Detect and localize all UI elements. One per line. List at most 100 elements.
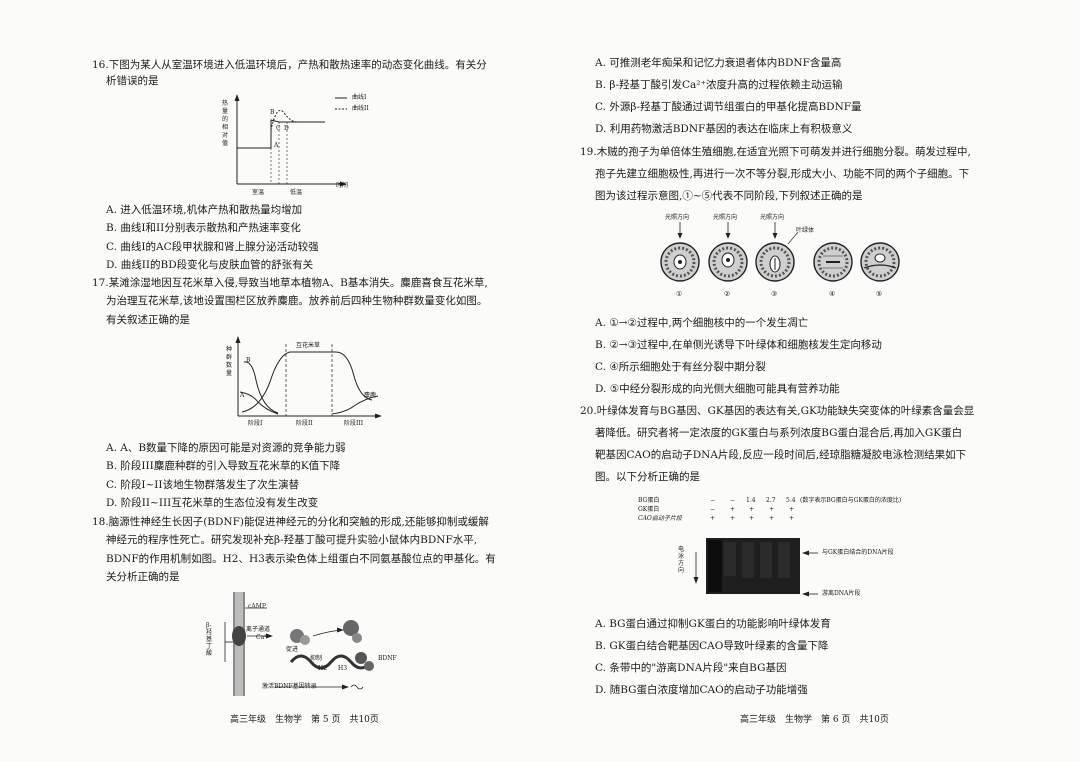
q16-option-a: A. 进入低温环境,机体产热和散热量均增加 [106,204,303,216]
q17-label-cordgrass: 互花米草 [296,342,321,349]
q20-bg-val-2: − [730,497,736,504]
q18-fig-inhibit: 抑制 [310,655,323,662]
q18-fig-channel: 离子通道 [246,626,271,633]
q19-light-label-2: 光照方向 [713,214,738,221]
q19-spore-cells-diagram [660,222,900,282]
q20-stem-line1: 20.叶绿体发育与BG基因、GK基因的表达有关,GK功能缺失突变体的叶绿素含量会… [580,405,975,417]
q20-row-bg: BG蛋白 [638,497,660,504]
q18-fig-promote: 促进 [286,646,299,653]
q20-bg-val-3: 1.4 [746,497,756,504]
q20-bound-dna-label: 与GK蛋白结合的DNA片段 [822,549,894,556]
right-page: A. 可推测老年痴呆和记忆力衰退者体内BDNF含量高 B. β-羟基丁酸引发Ca… [540,0,1080,762]
q17-population-chart [235,336,382,419]
q20-direction-label: 电泳方向 [678,546,685,574]
q16-legend-curve1: 曲线I [352,94,367,101]
q19-stage-1: ① [676,290,683,298]
left-page: 16.下图为某人从室温环境进入低温环境后，产热和散热速率的动态变化曲线。有关分 … [92,59,496,725]
q20-option-d: D. 随BG蛋白浓度增加CAO的启动子功能增强 [595,684,808,696]
q20-gk-val-1: − [710,506,716,513]
q16-option-d: D. 曲线II的BD段变化与皮肤血管的舒张有关 [106,259,314,271]
q18-fig-camp: cAMP [248,603,266,610]
q17-label-b: B [246,357,251,364]
q18-fig-side-label: β-羟基丁酸 [206,622,213,657]
q17-label-a: A [240,392,245,399]
q20-cao-val-2: + [730,515,736,522]
q17-stem-line1: 17.某滩涂湿地因互花米草入侵,导致当地草本植物A、B基本消失。麋鹿喜食互花米草… [92,277,488,289]
q18-option-d: D. 利用药物激活BDNF基因的表达在临床上有积极意义 [595,123,853,135]
q16-label-d: D [284,125,289,132]
q19-stage-5: ⑤ [876,290,883,298]
q17-label-deer: 麋鹿 [364,392,377,399]
q16-xlabel: 时间 [336,182,349,189]
q18-fig-bdnf: BDNF [378,655,397,662]
q17-option-a: A. A、B数量下降的原因可能是对资源的竞争能力弱 [106,442,346,454]
q20-cao-val-1: + [710,515,716,522]
q16-label-a: A [274,142,279,149]
q20-gk-val-5: + [789,506,795,513]
q17-option-b: B. 阶段III麋鹿种群的引入导致互花米草的K值下降 [106,460,341,472]
q20-stem-line4: 图。以下分析正确的是 [595,471,700,483]
q16-legend-curve2: 曲线II [352,105,369,112]
q16-label-c: C [276,125,281,132]
q18-fig-ca: Ca²⁺ [256,634,270,641]
q20-bg-val-4: 2.7 [766,497,776,504]
q19-light-label-1: 光照方向 [665,214,690,221]
q19-chloroplast-label: 叶绿体 [796,227,815,234]
q20-row-cao: CAO启动子片段 [638,515,682,522]
q16-stem-line1: 16.下图为某人从室温环境进入低温环境后，产热和散热速率的动态变化曲线。有关分 [92,59,487,71]
q18-fig-gene: 激活BDNF基因转录 [262,683,317,690]
q20-bg-val-1: − [710,497,716,504]
q17-stem-line3: 有关叙述正确的是 [106,314,190,326]
q20-gel-electrophoresis [693,538,818,597]
q19-stem-line1: 19.木贼的孢子为单倍体生殖细胞,在适宜光照下可萌发并进行细胞分裂。萌发过程中, [580,146,971,158]
q17-option-c: C. 阶段I~II该地生物群落发生了次生演替 [106,479,300,491]
q20-cao-val-5: + [789,515,795,522]
q18-stem-line4: 关分析正确的是 [106,571,180,583]
right-footer: 高三年级 生物学 第 6 页 共10页 [740,715,889,725]
q18-stem-line2: 神经元的程序性死亡。研究发现补充β-羟基丁酸可提升实验小鼠体内BDNF水平, [106,534,478,546]
q19-option-a: A. ①→②过程中,两个细胞核中的一个发生凋亡 [595,317,809,329]
q18-bdnf-mechanism-diagram [224,592,374,696]
q16-label-b: B [270,109,275,116]
q16-x-cold: 低温 [290,189,303,196]
q18-fig-h2: H2 [318,665,328,672]
q17-stage1: 阶段I [248,420,263,427]
q20-gk-val-2: + [730,506,736,513]
q16-x-room: 室温 [252,189,265,196]
q20-ratio-note: (数字表示BG蛋白与GK蛋白的浓度比) [800,497,902,504]
q17-stage3: 阶段III [344,420,364,427]
q17-option-d: D. 阶段II~III互花米草的生态位没有发生改变 [106,497,319,509]
q20-free-dna-label: 游离DNA片段 [822,590,861,597]
q19-option-b: B. ②→③过程中,在单侧光诱导下叶绿体和细胞核发生定向移动 [595,339,882,351]
q20-option-a: A. BG蛋白通过抑制GK蛋白的功能影响叶绿体发育 [595,618,831,630]
q20-bg-val-5: 5.4 [786,497,796,504]
q19-option-d: D. ⑤中经分裂形成的向光侧大细胞可能具有营养功能 [595,383,840,395]
q20-option-c: C. 条带中的"游离DNA片段"来自BG基因 [595,662,787,674]
q16-heat-chart [234,94,347,187]
q18-stem-line1: 18.脑源性神经生长因子(BDNF)能促进神经元的分化和突触的形成,还能够抑制或… [92,516,489,528]
q19-stage-4: ④ [829,290,836,298]
q20-gk-val-4: + [769,506,775,513]
q16-ylabel: 热量的相对值 [222,100,229,147]
q19-stem-line2: 孢子先建立细胞极性,再进行一次不等分裂,形成大小、功能不同的两个子细胞。下 [595,168,970,180]
q19-stem-line3: 图为该过程示意图,①~⑤代表不同阶段,下列叙述正确的是 [595,190,863,202]
left-footer: 高三年级 生物学 第 5 页 共10页 [230,715,379,725]
q16-stem-line2: 析错误的是 [106,75,159,87]
q18-option-a: A. 可推测老年痴呆和记忆力衰退者体内BDNF含量高 [595,57,842,69]
q20-cao-val-3: + [749,515,755,522]
q16-option-c: C. 曲线I的AC段甲状腺和肾上腺分泌活动较强 [106,241,319,253]
q20-cao-val-4: + [769,515,775,522]
q17-stem-line2: 为治理互花米草,该地设置围栏区放养麋鹿。放养前后四种生物种群数量变化如图。 [106,295,488,307]
q19-light-label-3: 光照方向 [760,214,785,221]
q20-gk-val-3: + [749,506,755,513]
q18-fig-h3: H3 [338,665,348,672]
q20-option-b: B. GK蛋白结合靶基因CAO导致叶绿素的含量下降 [595,640,829,652]
q18-stem-line3: BDNF的作用机制如图。H2、H3表示染色体上组蛋白不同氨基酸位点的甲基化。有 [106,553,496,565]
q19-option-c: C. ④所示细胞处于有丝分裂中期分裂 [595,361,766,373]
q17-stage2: 阶段II [296,420,313,427]
q16-option-b: B. 曲线I和II分别表示散热和产热速率变化 [106,222,301,234]
q19-stage-2: ② [724,290,731,298]
q20-stem-line3: 靶基因CAO的启动子DNA片段,反应一段时间后,经琼脂糖凝胶电泳检测结果如下 [595,449,967,461]
q19-stage-3: ③ [771,290,778,298]
q18-option-b: B. β-羟基丁酸引发Ca²⁺浓度升高的过程依赖主动运输 [595,79,843,91]
